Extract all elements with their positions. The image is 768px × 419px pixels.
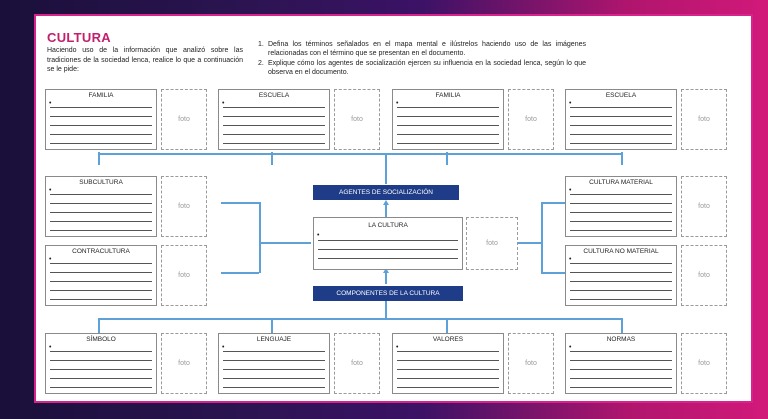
connector: [385, 272, 387, 284]
arrow-up-icon: [383, 200, 389, 205]
card-la-cultura: LA CULTURA •: [313, 217, 463, 270]
card-lenguaje: LENGUAJE •: [218, 333, 330, 394]
card-label: VALORES: [432, 336, 464, 343]
photo-placeholder[interactable]: foto: [161, 176, 207, 237]
connector: [517, 242, 542, 244]
card-label: ESCUELA: [258, 92, 290, 99]
connector: [621, 318, 623, 333]
arrow-up-icon: [383, 268, 389, 273]
instructions-list: 1.Defina los términos señalados en el ma…: [258, 40, 586, 78]
bullet: •: [569, 256, 572, 263]
connector: [221, 272, 259, 274]
connector: [385, 301, 387, 319]
connector: [271, 318, 273, 333]
card-contracultura: CONTRACULTURA •: [45, 245, 157, 306]
connector: [98, 318, 100, 333]
card-label: CONTRACULTURA: [72, 248, 130, 255]
card-cultura-no-material: CULTURA NO MATERIAL •: [565, 245, 677, 306]
photo-placeholder[interactable]: foto: [161, 89, 207, 150]
photo-placeholder[interactable]: foto: [334, 333, 380, 394]
connector: [621, 152, 623, 165]
photo-placeholder[interactable]: foto: [466, 217, 518, 270]
photo-placeholder[interactable]: foto: [681, 245, 727, 306]
worksheet: CULTURA Haciendo uso de la información q…: [34, 14, 753, 403]
photo-placeholder[interactable]: foto: [681, 176, 727, 237]
bottom-connector-bar: [98, 318, 622, 320]
card-label: LENGUAJE: [256, 336, 292, 343]
components-banner: COMPONENTES DE LA CULTURA: [313, 286, 463, 301]
connector: [385, 153, 387, 184]
card-label: SUBCULTURA: [79, 179, 123, 186]
photo-placeholder[interactable]: foto: [508, 89, 554, 150]
bullet: •: [569, 344, 572, 351]
connector: [385, 204, 387, 217]
connector: [541, 202, 567, 204]
card-subcultura: SUBCULTURA •: [45, 176, 157, 237]
photo-placeholder[interactable]: foto: [681, 333, 727, 394]
connector: [98, 152, 100, 165]
instruction-item: 1.Defina los términos señalados en el ma…: [258, 41, 586, 58]
connector: [541, 202, 543, 273]
bullet: •: [569, 100, 572, 107]
page-title: CULTURA: [47, 30, 111, 45]
bullet: •: [222, 344, 225, 351]
card-label: NORMAS: [606, 336, 636, 343]
bullet: •: [222, 100, 225, 107]
photo-placeholder[interactable]: foto: [681, 89, 727, 150]
connector: [446, 152, 448, 165]
card-familia: FAMILIA •: [392, 89, 504, 150]
card-label: FAMILIA: [435, 92, 461, 99]
bullet: •: [49, 187, 52, 194]
top-connector-bar: [98, 153, 622, 155]
photo-placeholder[interactable]: foto: [161, 333, 207, 394]
bullet: •: [396, 100, 399, 107]
bullet: •: [317, 232, 320, 239]
bullet: •: [49, 344, 52, 351]
card-familia: FAMILIA •: [45, 89, 157, 150]
bullet: •: [49, 100, 52, 107]
card-normas: NORMAS •: [565, 333, 677, 394]
card-label: CULTURA MATERIAL: [589, 179, 653, 186]
card-valores: VALORES •: [392, 333, 504, 394]
agents-banner: AGENTES DE SOCIALIZACIÓN: [313, 185, 459, 200]
photo-placeholder[interactable]: foto: [334, 89, 380, 150]
card-escuela: ESCUELA •: [218, 89, 330, 150]
intro-text: Haciendo uso de la información que anali…: [47, 47, 243, 74]
bullet: •: [569, 187, 572, 194]
bullet: •: [396, 344, 399, 351]
card-label: LA CULTURA: [368, 222, 408, 229]
card-escuela: ESCUELA •: [565, 89, 677, 150]
connector: [221, 202, 259, 204]
card-cultura-material: CULTURA MATERIAL •: [565, 176, 677, 237]
connector: [259, 202, 261, 273]
connector: [446, 318, 448, 333]
connector: [259, 242, 311, 244]
photo-placeholder[interactable]: foto: [508, 333, 554, 394]
connector: [541, 272, 567, 274]
bullet: •: [49, 256, 52, 263]
instruction-item: 2.Explique cómo los agentes de socializa…: [258, 59, 586, 77]
card-label: ESCUELA: [605, 92, 637, 99]
card-label: CULTURA NO MATERIAL: [583, 248, 659, 255]
card-label: FAMILIA: [88, 92, 114, 99]
photo-placeholder[interactable]: foto: [161, 245, 207, 306]
connector: [271, 152, 273, 165]
card-simbolo: SÍMBOLO •: [45, 333, 157, 394]
card-label: SÍMBOLO: [86, 336, 116, 343]
